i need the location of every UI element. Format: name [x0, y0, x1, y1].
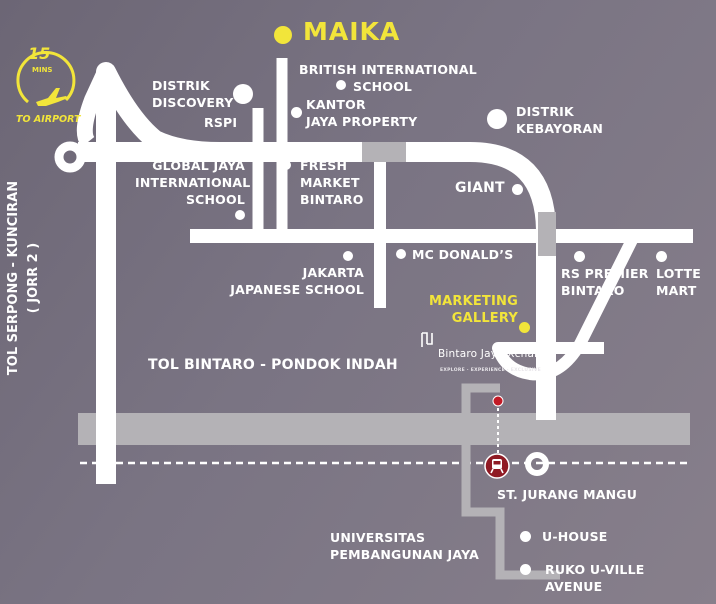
roundabout-station: [525, 452, 549, 476]
access-road-south: [461, 383, 560, 580]
overpass-marker-north: [362, 142, 406, 162]
maika-label: MAIKA: [303, 17, 401, 46]
marker-japanese-school: [343, 251, 353, 261]
airport-minutes: 15: [28, 44, 51, 63]
station-pin-top: [492, 395, 504, 407]
marker-distrik-kebayoran: [487, 109, 507, 129]
airport-destination: TO AIRPORT: [16, 114, 81, 125]
roundabout-west: [54, 141, 86, 173]
label-giant: GIANT: [455, 180, 505, 196]
marker-distrik-discovery: [233, 84, 253, 104]
marker-marketing-gallery: [519, 322, 530, 333]
marker-global-jaya: [235, 210, 245, 220]
label-fresh-market: FRESH MARKET BINTARO: [300, 158, 364, 207]
label-mcdonalds: MC DONALD’S: [412, 247, 514, 262]
airport-minutes-unit: MINS: [32, 66, 53, 74]
label-ruko: RUKO U-VILLE AVENUE: [545, 562, 645, 594]
airport-badge: 15 MINS TO AIRPORT: [10, 36, 82, 130]
marker-giant: [512, 184, 523, 195]
label-rs-premier: RS PREMIER BINTARO: [561, 266, 649, 298]
label-japanese-school: JAKARTA JAPANESE SCHOOL: [230, 265, 364, 297]
label-st-jurang-mangu: ST. JURANG MANGU: [497, 487, 638, 502]
marker-kantor-jaya: [291, 107, 302, 118]
label-kantor-jaya: KANTOR JAYA PROPERTY: [306, 97, 418, 129]
label-british-school: BRITISH INTERNATIONAL SCHOOL: [299, 62, 477, 94]
marker-mcdonalds: [396, 249, 406, 259]
marker-fresh-market: [281, 160, 291, 170]
label-marketing-gallery: MARKETING GALLERY: [428, 294, 518, 326]
train-station-icon: [484, 453, 510, 479]
overpass-marker-east: [538, 212, 556, 256]
label-u-house: U-HOUSE: [542, 529, 608, 544]
label-tol-bintaro: TOL BINTARO - PONDOK INDAH: [148, 357, 398, 373]
label-rspi: RSPI: [204, 115, 238, 130]
marker-british-school: [336, 80, 346, 90]
label-global-jaya: GLOBAL JAYA INTERNATIONAL SCHOOL: [135, 158, 251, 207]
label-universitas: UNIVERSITAS PEMBANGUNAN JAYA: [330, 530, 480, 562]
airplane-icon: [36, 88, 68, 106]
marker-lotte-mart: [656, 251, 667, 262]
marker-rs-premier: [574, 251, 585, 262]
label-lotte-mart: LOTTE MART: [656, 266, 702, 298]
marker-ruko: [520, 564, 531, 575]
label-distrik-discovery: DISTRIK DISCOVERY: [152, 78, 234, 110]
airport-badge-ring: [16, 50, 76, 104]
label-bintaro-jaya-xchange: Bintaro Jaya Xchange: [438, 348, 555, 360]
label-distrik-kebayoran: DISTRIK KEBAYORAN: [516, 104, 604, 136]
bintaro-jaya-xchange-logo: [421, 332, 433, 347]
label-tol-serpong: TOL SERPONG - KUNCIRAN ( JORR 2 ): [6, 180, 41, 376]
road-toll-left-spur: [76, 70, 112, 147]
railway-band: [78, 413, 690, 445]
maika-marker: [274, 26, 292, 44]
road-diagonal-east: [492, 237, 638, 381]
label-bintaro-jaya-xchange-tagline: EXPLORE · EXPERIENCE · EXCLUSIVE: [440, 368, 541, 373]
marker-universitas: [520, 531, 531, 542]
